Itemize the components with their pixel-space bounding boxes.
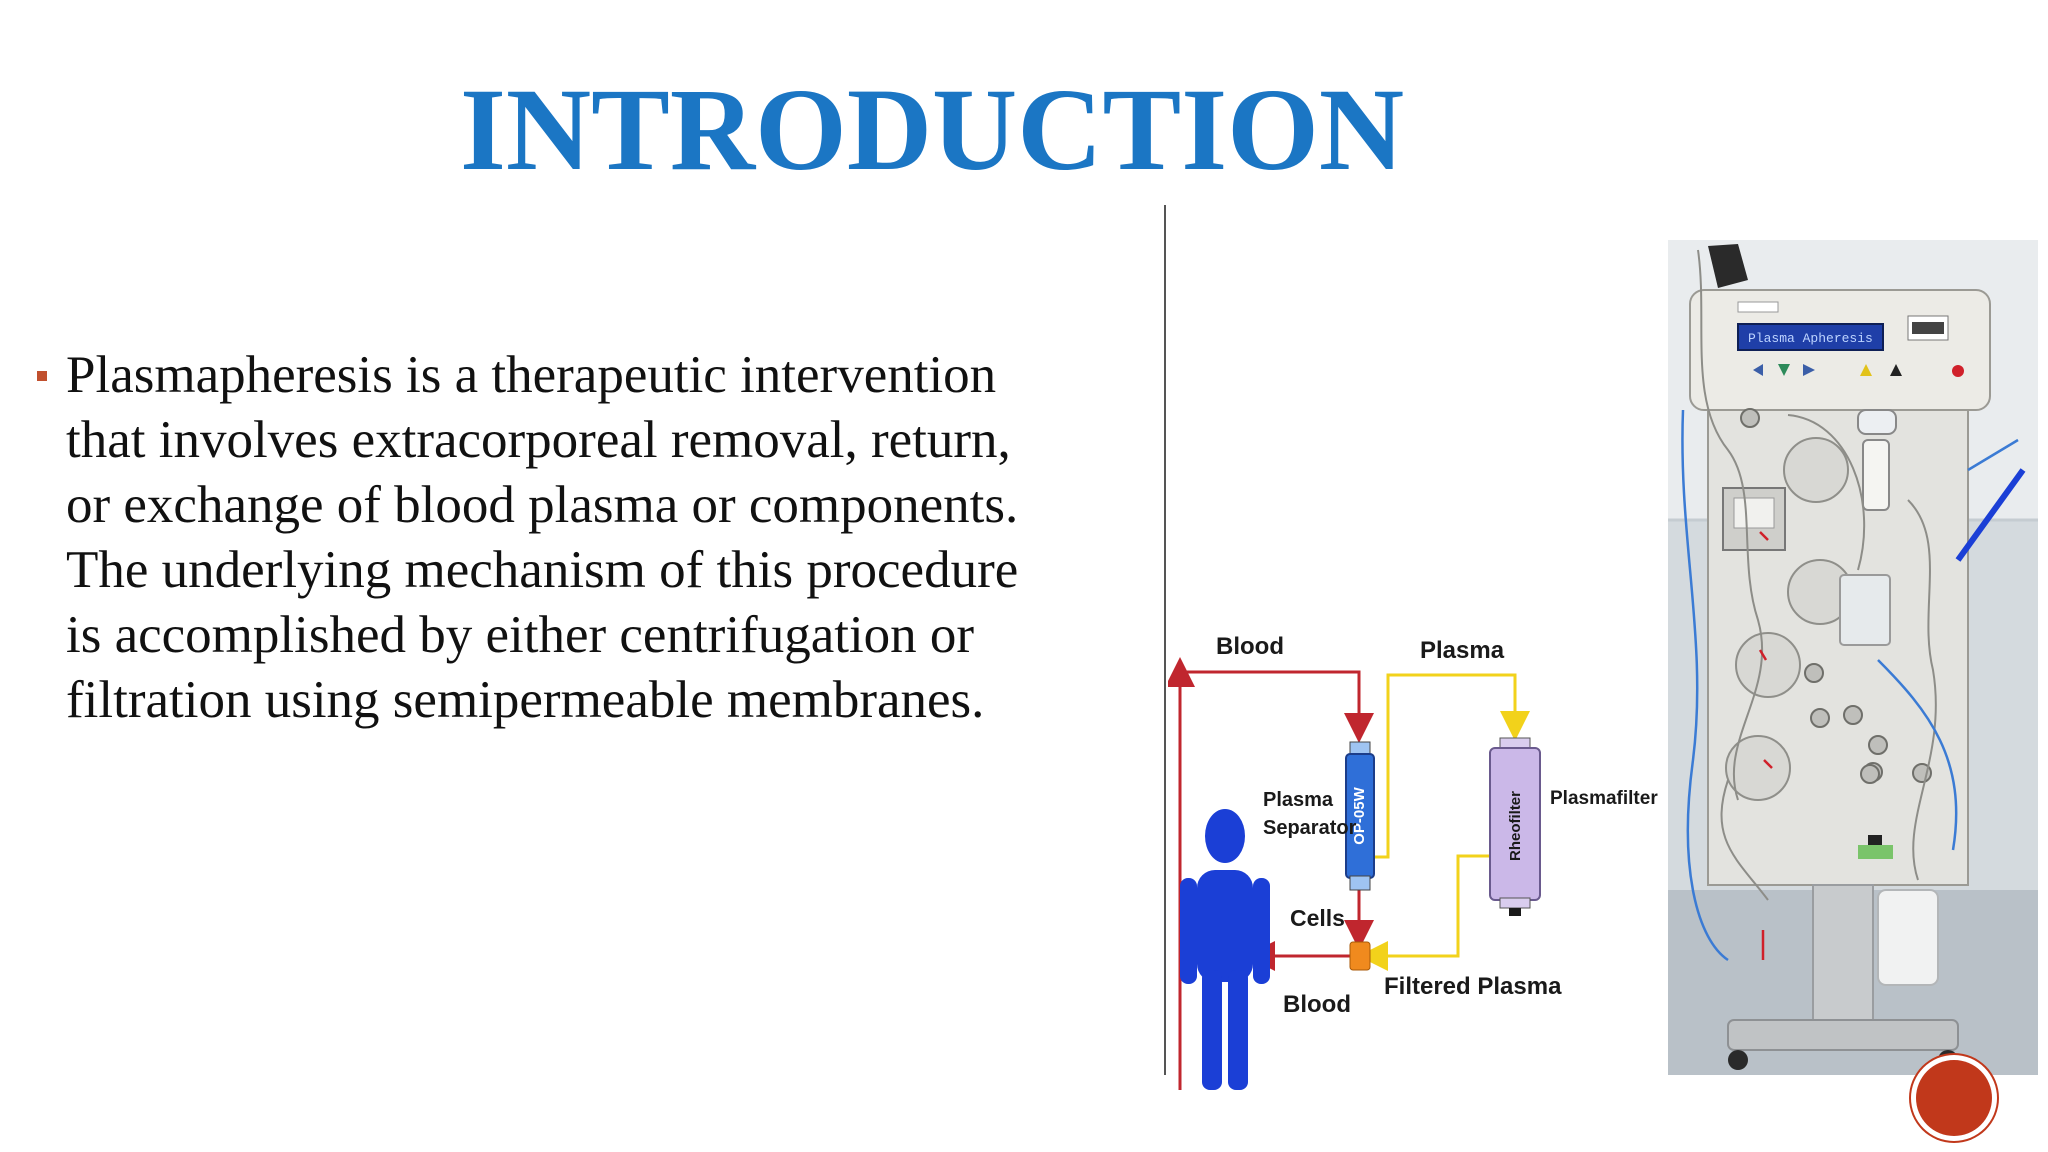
rheofilter-label: Rheofilter xyxy=(1507,791,1524,861)
body-line: filtration using semipermeable membranes… xyxy=(66,671,985,729)
blood-flow-line xyxy=(1168,657,1374,1090)
filtered-plasma-line xyxy=(1358,854,1490,971)
body-line: Plasmapheresis is a therapeutic interven… xyxy=(66,346,997,404)
slide-number-circle xyxy=(1916,1060,1992,1136)
plasma-flow-line xyxy=(1368,673,1530,859)
body-paragraph: Plasmapheresis is a therapeutic interven… xyxy=(66,343,1161,733)
cells-label: Cells xyxy=(1290,905,1345,931)
plasmafilter-label: Plasmafilter xyxy=(1550,788,1658,809)
rheofilter-column: Rheofilter xyxy=(1489,737,1541,916)
filtered-plasma-label: Filtered Plasma xyxy=(1384,973,1562,1000)
plasmapheresis-diagram: OP-05W Rheofilter Blood Plasma Plasma Se… xyxy=(1168,633,1658,1090)
blood-bottom-label: Blood xyxy=(1283,991,1351,1018)
plasma-label: Plasma xyxy=(1420,637,1505,664)
slide-title: INTRODUCTION xyxy=(460,64,1405,195)
patient-figure-icon xyxy=(1180,809,1270,1090)
separator-device-label: OP-05W xyxy=(1351,786,1368,844)
body-line: that involves extracorporeal removal, re… xyxy=(66,411,1011,469)
body-line: is accomplished by either centrifugation… xyxy=(66,606,975,664)
body-line: or exchange of blood plasma or component… xyxy=(66,476,1019,534)
cells-flow-line xyxy=(1245,888,1374,971)
vertical-divider xyxy=(1164,205,1166,1075)
body-line: The underlying mechanism of this procedu… xyxy=(66,541,1019,599)
machine-display-text: Plasma Apheresis xyxy=(1748,331,1873,346)
plasma-separator-column: OP-05W xyxy=(1345,741,1375,891)
bullet-square-icon xyxy=(37,371,47,381)
blood-top-label: Blood xyxy=(1216,633,1284,660)
plasma-separator-label-1: Plasma xyxy=(1263,789,1334,811)
plasma-separator-label-2: Separator xyxy=(1263,817,1357,839)
cells-container xyxy=(1349,941,1371,971)
apheresis-machine-photo: Plasma Apheresis xyxy=(1668,240,2038,1075)
